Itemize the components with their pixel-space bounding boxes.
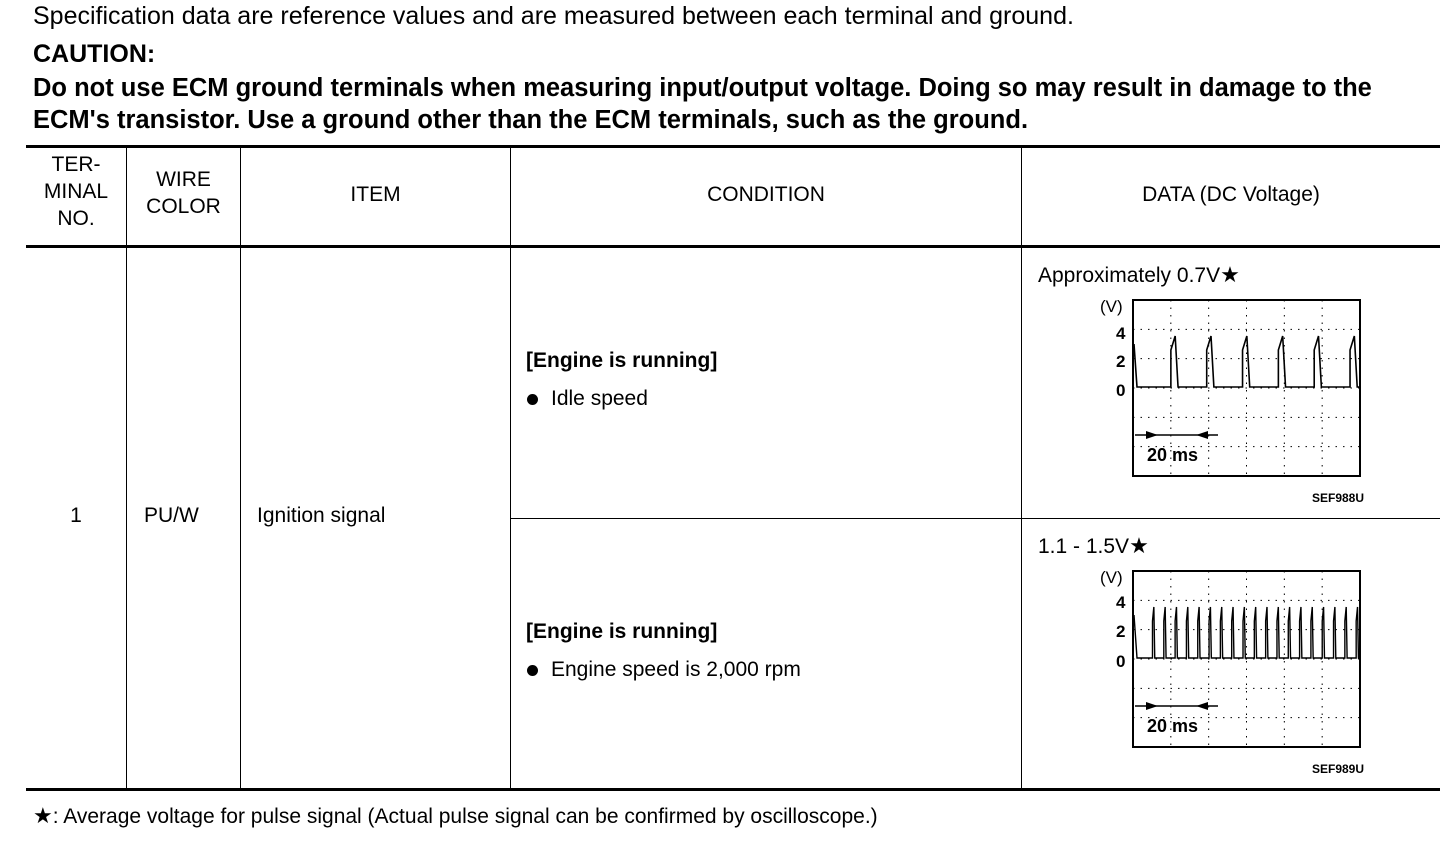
star-icon: ★: [1129, 533, 1149, 558]
time-scale-arrow: [1135, 431, 1218, 439]
caution-title: CAUTION:: [33, 40, 156, 68]
waveform-trace: [1133, 606, 1360, 659]
star-icon: ★: [1220, 262, 1240, 287]
figure-code: SEF989U: [1312, 762, 1364, 776]
header-condition: CONDITION: [707, 183, 825, 206]
time-scale-label: 20 ms: [1147, 716, 1198, 736]
voltage-value: Approximately 0.7V★: [1038, 262, 1240, 287]
oscilloscope-waveform-idle: (V) 4 2 0 20 ms SEF988U: [1100, 297, 1364, 505]
col-divider: [510, 148, 511, 788]
caution-text: Do not use ECM ground terminals when mea…: [33, 74, 1372, 134]
condition-bullet: Engine speed is 2,000 rpm: [527, 658, 801, 682]
scope-grid: [1133, 571, 1360, 747]
header-terminal-no: TER- MINAL NO.: [43, 153, 109, 230]
waveform-trace: [1133, 335, 1359, 388]
col-divider: [1021, 148, 1022, 788]
star-icon: ★: [33, 803, 53, 828]
scope-unit: (V): [1100, 297, 1123, 316]
scope-tick: 2: [1116, 622, 1125, 641]
scope-tick: 2: [1116, 352, 1125, 371]
item-name: Ignition signal: [257, 504, 386, 527]
scope-tick: 4: [1116, 593, 1126, 612]
terminal-no: 1: [70, 504, 82, 527]
time-scale-arrow: [1135, 702, 1218, 710]
header-item: ITEM: [350, 183, 401, 206]
table-header-rule: [26, 245, 1440, 248]
table-bottom-rule: [26, 788, 1440, 791]
col-divider: [240, 148, 241, 788]
scope-unit: (V): [1100, 568, 1123, 587]
oscilloscope-waveform-2000rpm: (V) 4 2 0 20 ms SEF989U: [1100, 568, 1364, 776]
footnote: ★: Average voltage for pulse signal (Act…: [33, 803, 878, 828]
bullet-icon: [527, 393, 538, 405]
intro-text: Specification data are reference values …: [33, 2, 1074, 30]
scope-tick: 0: [1116, 381, 1125, 400]
time-scale-label: 20 ms: [1147, 445, 1198, 465]
row-divider: [511, 518, 1440, 519]
header-wire-color: WIRE COLOR: [146, 168, 221, 218]
header-data: DATA (DC Voltage): [1142, 183, 1320, 206]
condition-bullet: Idle speed: [527, 387, 648, 411]
condition-title: [Engine is running]: [526, 620, 718, 643]
figure-code: SEF988U: [1312, 491, 1364, 505]
scope-tick: 0: [1116, 652, 1125, 671]
table-top-rule: [26, 145, 1440, 148]
scope-tick: 4: [1116, 324, 1126, 343]
col-divider: [126, 148, 127, 788]
bullet-icon: [527, 664, 538, 676]
wire-color: PU/W: [144, 504, 199, 527]
voltage-value: 1.1 - 1.5V★: [1038, 533, 1149, 558]
condition-title: [Engine is running]: [526, 349, 718, 372]
